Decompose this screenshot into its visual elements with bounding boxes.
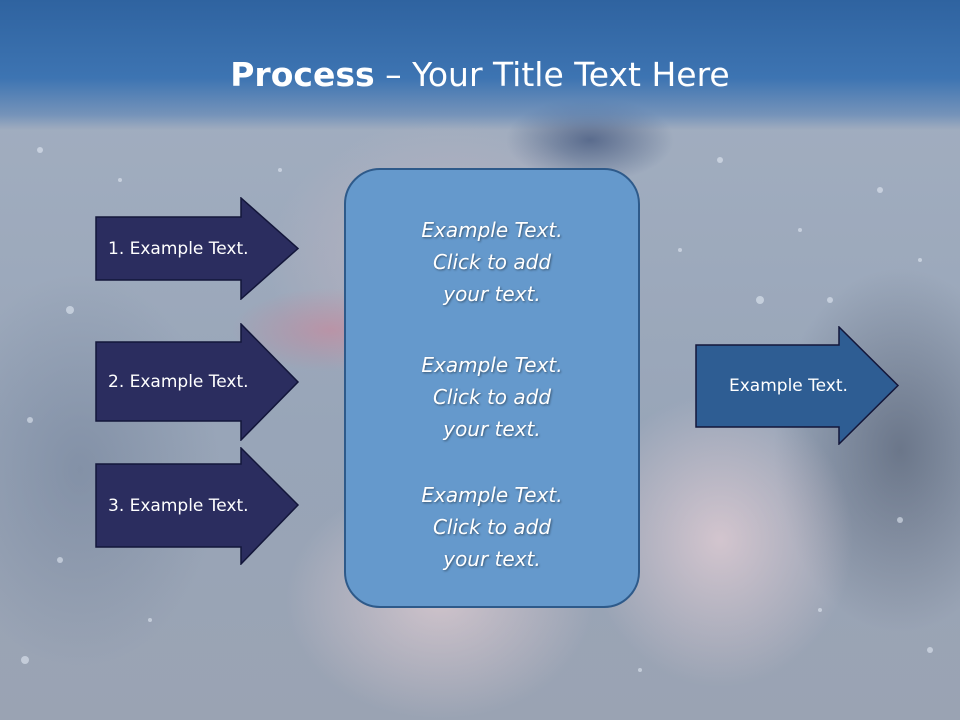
page-title[interactable]: Process – Your Title Text Here [0,55,960,95]
right-arrow-label: Example Text. [729,375,848,396]
left-arrow-label: 2. Example Text. [108,372,249,392]
left-arrow-3[interactable]: 3. Example Text. [95,447,300,565]
arrow-right-shape [95,447,300,565]
text-line: your text. [443,282,541,306]
text-line: Click to add [432,385,552,409]
left-arrow-label: 1. Example Text. [108,238,249,259]
center-text-block-1[interactable]: Example Text. Click to add your text. [346,214,638,310]
title-separator: – [374,55,413,94]
title-text: Your Title Text Here [412,55,730,94]
text-line: your text. [443,417,541,441]
text-line: Click to add [432,515,552,539]
text-line: Example Text. [421,483,563,507]
title-bold: Process [230,55,375,94]
text-line: Click to add [432,250,552,274]
text-line: your text. [443,547,541,571]
center-text-block-3[interactable]: Example Text. Click to add your text. [346,479,638,575]
left-arrow-1[interactable]: 1. Example Text. [95,197,300,300]
left-arrow-2[interactable]: 2. Example Text. [95,323,300,441]
center-text-box[interactable]: Example Text. Click to add your text. Ex… [344,168,640,608]
text-line: Example Text. [421,218,563,242]
left-arrow-label: 3. Example Text. [108,496,249,516]
center-text-block-2[interactable]: Example Text. Click to add your text. [346,349,638,445]
right-arrow[interactable]: Example Text. [695,326,900,445]
arrow-right-shape [695,326,900,445]
text-line: Example Text. [421,353,563,377]
arrow-right-shape [95,197,300,300]
title-banner [0,0,960,130]
arrow-right-shape [95,323,300,441]
